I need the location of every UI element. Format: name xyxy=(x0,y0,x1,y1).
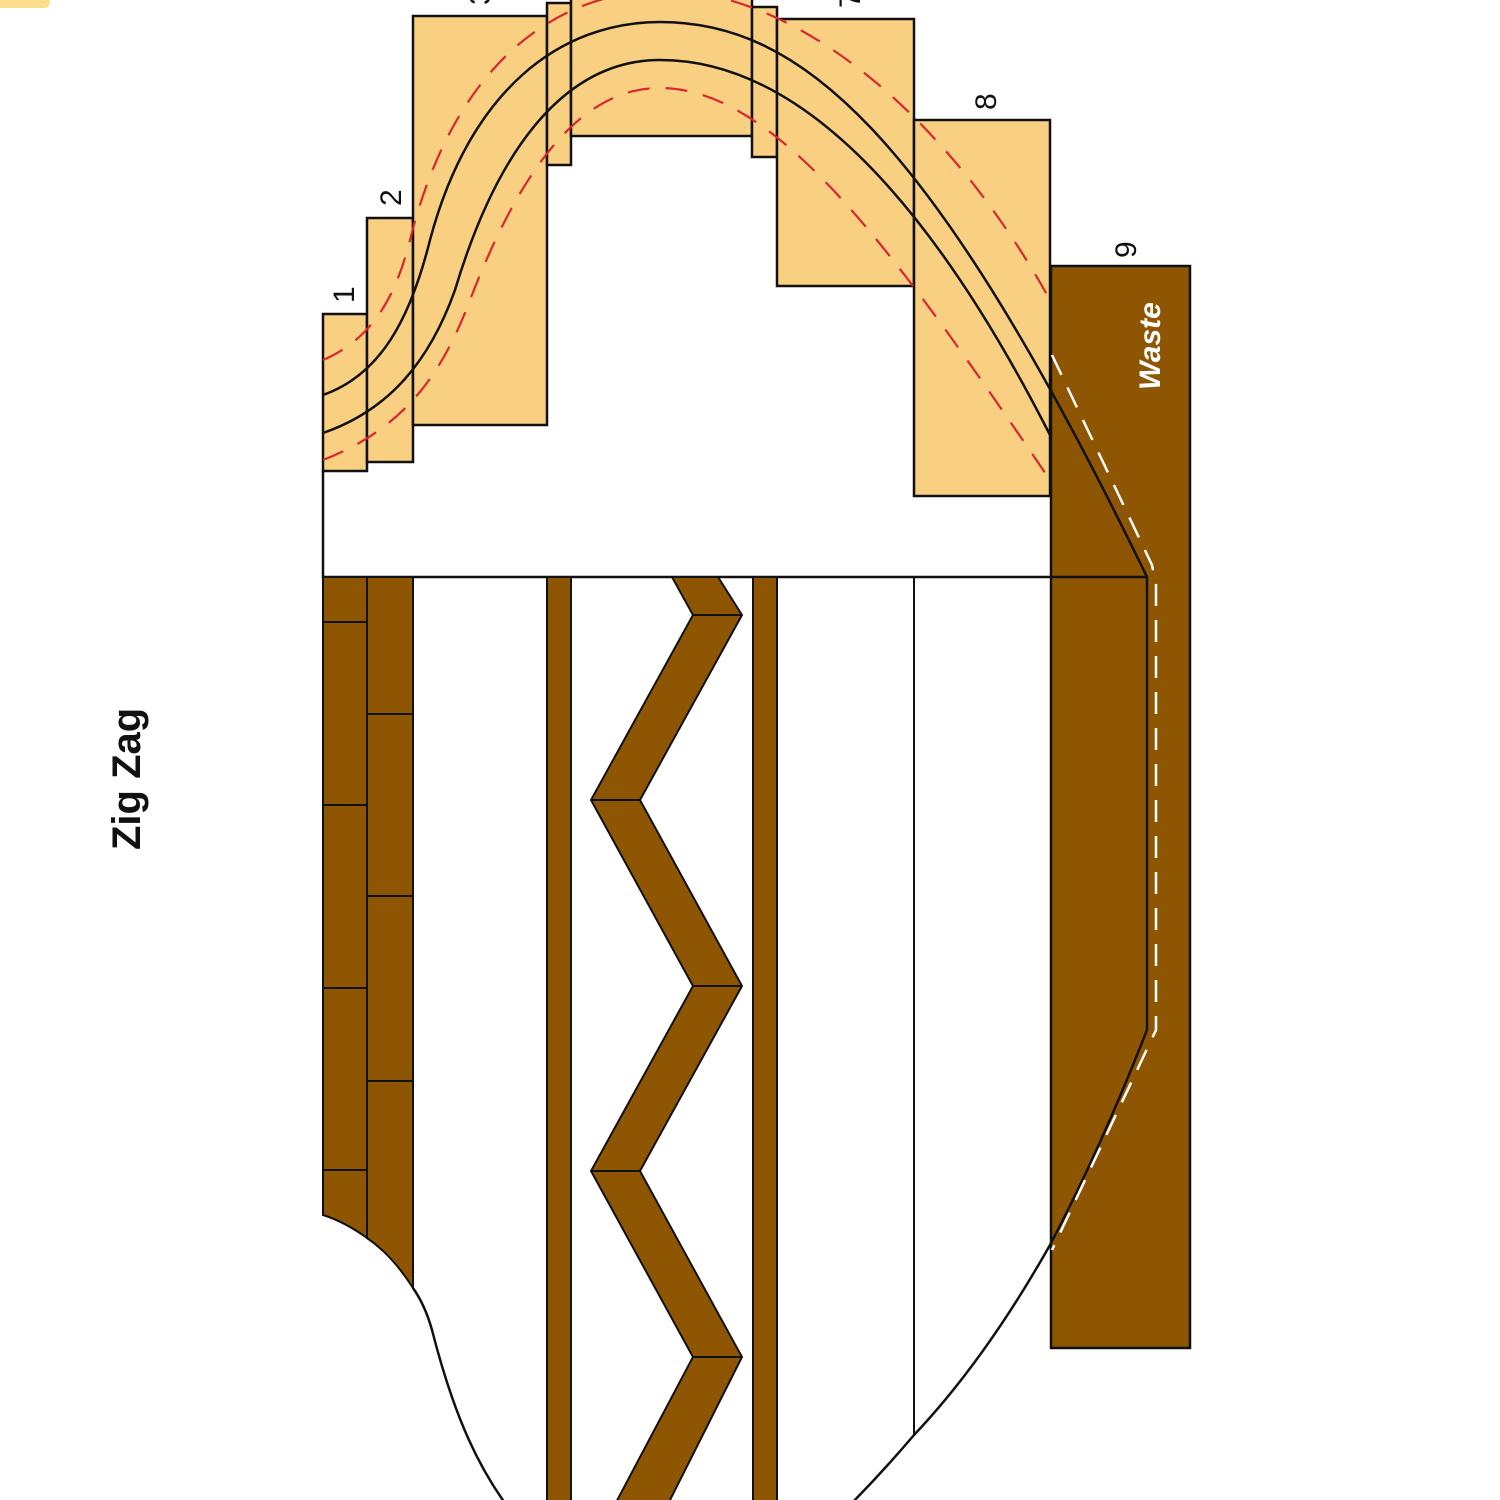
segment-4 xyxy=(545,1,573,167)
segment-8 xyxy=(912,118,1052,498)
arc-inner xyxy=(322,58,1052,436)
segment-5 xyxy=(569,0,754,138)
white-dash xyxy=(1050,354,1158,1251)
label-2: 2 xyxy=(375,189,408,206)
zigzag-band xyxy=(589,576,744,1500)
label-3: 3 xyxy=(464,0,497,5)
waste-label: Waste xyxy=(1134,302,1167,390)
profile-right xyxy=(853,1029,1149,1500)
lower-strip-1 xyxy=(322,576,368,1240)
lower-strip-3 xyxy=(546,576,572,1500)
lower-strip-4 xyxy=(752,576,778,1500)
diagram-title: Zig Zag xyxy=(105,708,149,850)
label-8: 8 xyxy=(970,93,1003,110)
arc-outer xyxy=(322,20,1149,578)
label-9: 9 xyxy=(1110,241,1143,258)
red-dash-outer xyxy=(322,0,1051,362)
profile-left xyxy=(411,1287,505,1500)
label-1: 1 xyxy=(328,286,361,303)
corner-tab xyxy=(0,0,50,8)
lower-strip-2 xyxy=(366,576,414,1292)
strip-seams xyxy=(323,614,742,1358)
segment-9-waste xyxy=(1049,264,1192,1350)
label-7: 7 xyxy=(834,0,867,8)
red-dash-inner xyxy=(322,86,1051,481)
segment-7 xyxy=(775,17,916,288)
